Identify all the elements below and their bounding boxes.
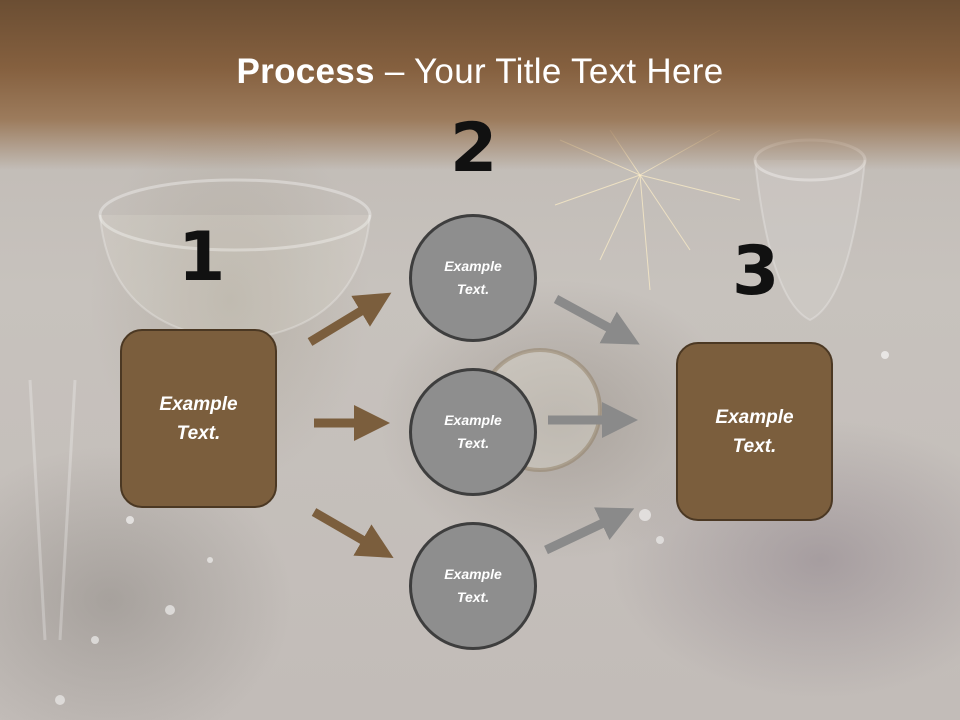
arrow-left-to-bottom — [311, 508, 394, 559]
step-number-2: 2 — [450, 109, 498, 188]
step-2-circle-top[interactable]: Example Text. — [409, 214, 537, 342]
step-2-top-text: Example Text. — [444, 258, 502, 297]
step-2-circle-bottom[interactable]: Example Text. — [409, 522, 537, 650]
arrow-left-to-top — [307, 292, 392, 346]
title-banner — [0, 0, 960, 170]
step-3-text: Example Text. — [715, 406, 794, 457]
step-2-bottom-text: Example Text. — [444, 566, 502, 605]
step-3-box[interactable]: Example Text. — [676, 342, 833, 521]
title-strong: Process — [236, 52, 375, 91]
arrow-top-to-right — [553, 295, 640, 345]
step-2-center-text: Example Text. — [444, 412, 502, 451]
step-2-circle-center[interactable]: Example Text. — [409, 368, 537, 496]
step-number-1: 1 — [178, 218, 226, 297]
arrow-bottom-to-right — [544, 507, 635, 555]
title-rest: – Your Title Text Here — [374, 52, 724, 91]
slide-title: Process – Your Title Text Here — [0, 52, 960, 92]
step-1-text: Example Text. — [159, 393, 238, 444]
step-1-box[interactable]: Example Text. — [120, 329, 277, 508]
step-number-3: 3 — [732, 232, 780, 311]
